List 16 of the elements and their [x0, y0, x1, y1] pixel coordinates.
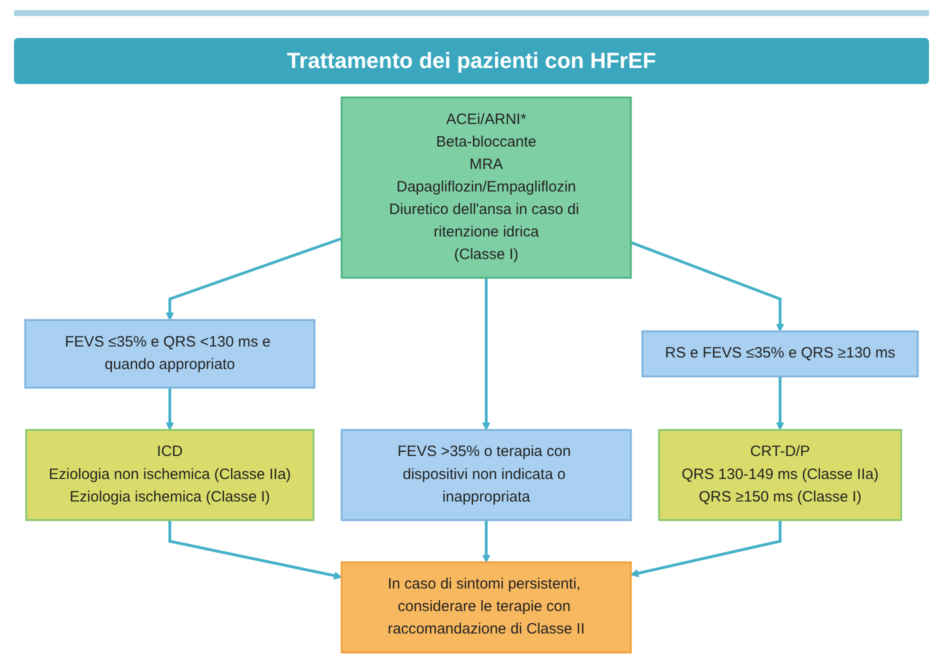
node-box: ACEi/ARNI* Beta-bloccante MRA Dapagliflozin/Empagliflozin Diuretico dell'ansa in caso di ritenzione idrica (Classe I) — [340, 96, 632, 279]
arrow — [776, 376, 784, 430]
arrow — [166, 237, 342, 320]
arrow — [630, 520, 782, 578]
node-box: In caso di sintomi persistenti, considerare le terapie con raccomandazione di Classe II — [340, 561, 632, 654]
arrow — [630, 241, 784, 332]
title-banner: Trattamento dei pazienti con HFrEF — [14, 38, 929, 84]
arrow — [166, 388, 174, 430]
arrow — [168, 520, 342, 580]
node-box: CRT-D/P QRS 130-149 ms (Classe IIa) QRS ≥150 ms (Classe I) — [658, 429, 902, 522]
node-box: FEVS >35% o terapia con dispositivi non indicata o inappropriata — [340, 429, 632, 522]
arrow — [482, 278, 490, 430]
node-box: RS e FEVS ≤35% e QRS ≥130 ms — [641, 330, 919, 378]
arrow — [482, 520, 490, 563]
node-box: ICD Eziologia non ischemica (Classe IIa) Eziologia ischemica (Classe I) — [25, 429, 314, 522]
node-box: FEVS ≤35% e QRS <130 ms e quando appropriato — [24, 319, 316, 389]
